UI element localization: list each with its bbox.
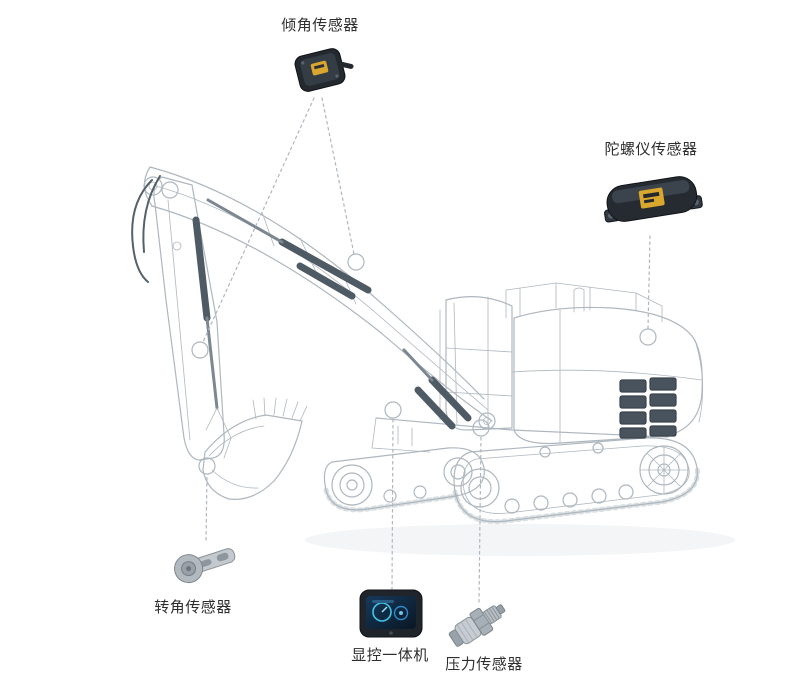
connector-display <box>391 417 394 591</box>
stick-tilt-marker <box>191 341 209 359</box>
bucket-pivot-marker <box>198 457 216 475</box>
boom-foot-marker <box>472 419 490 437</box>
exhaust-pipe <box>573 287 585 313</box>
connector-pressure <box>478 435 482 603</box>
engine-gyro-marker <box>639 328 657 346</box>
connector-rotation <box>205 473 208 541</box>
tilt-sensor-device-icon <box>294 48 354 92</box>
rotation-sensor-device-icon <box>174 548 236 584</box>
hydraulic-hoses <box>131 179 153 283</box>
boom-cylinder <box>428 376 472 422</box>
connector-tilt-to-boom <box>321 97 355 255</box>
ground-shadow <box>305 524 735 556</box>
connector-tilt-to-stick <box>202 97 315 343</box>
pressure-sensor-label: 压力传感器 <box>445 656 523 673</box>
boom <box>143 166 496 430</box>
cab-base-marker <box>384 401 402 419</box>
sensor-markers <box>191 253 657 475</box>
engine-vents <box>619 377 677 439</box>
boom-tilt-marker <box>347 253 365 271</box>
connector-gyro <box>647 235 651 329</box>
connector-lines <box>202 97 651 603</box>
display-unit-device-icon <box>359 589 423 638</box>
front-track <box>323 447 485 513</box>
display-unit-label: 显控一体机 <box>351 647 429 664</box>
gyro-sensor-device-icon <box>604 176 703 223</box>
pressure-sensor-device-icon <box>448 604 506 647</box>
gyro-sensor-label: 陀螺仪传感器 <box>604 141 698 158</box>
stick-cylinder <box>278 238 372 294</box>
bucket-teeth <box>252 397 308 422</box>
stick-arm <box>131 175 232 461</box>
rear-track <box>452 437 700 525</box>
bucket-cylinder <box>192 216 211 322</box>
bucket <box>202 397 308 500</box>
engine-house <box>505 282 704 445</box>
tilt-sensor-label: 倾角传感器 <box>281 17 359 34</box>
deck <box>371 417 669 453</box>
rotation-sensor-label: 转角传感器 <box>154 599 232 616</box>
